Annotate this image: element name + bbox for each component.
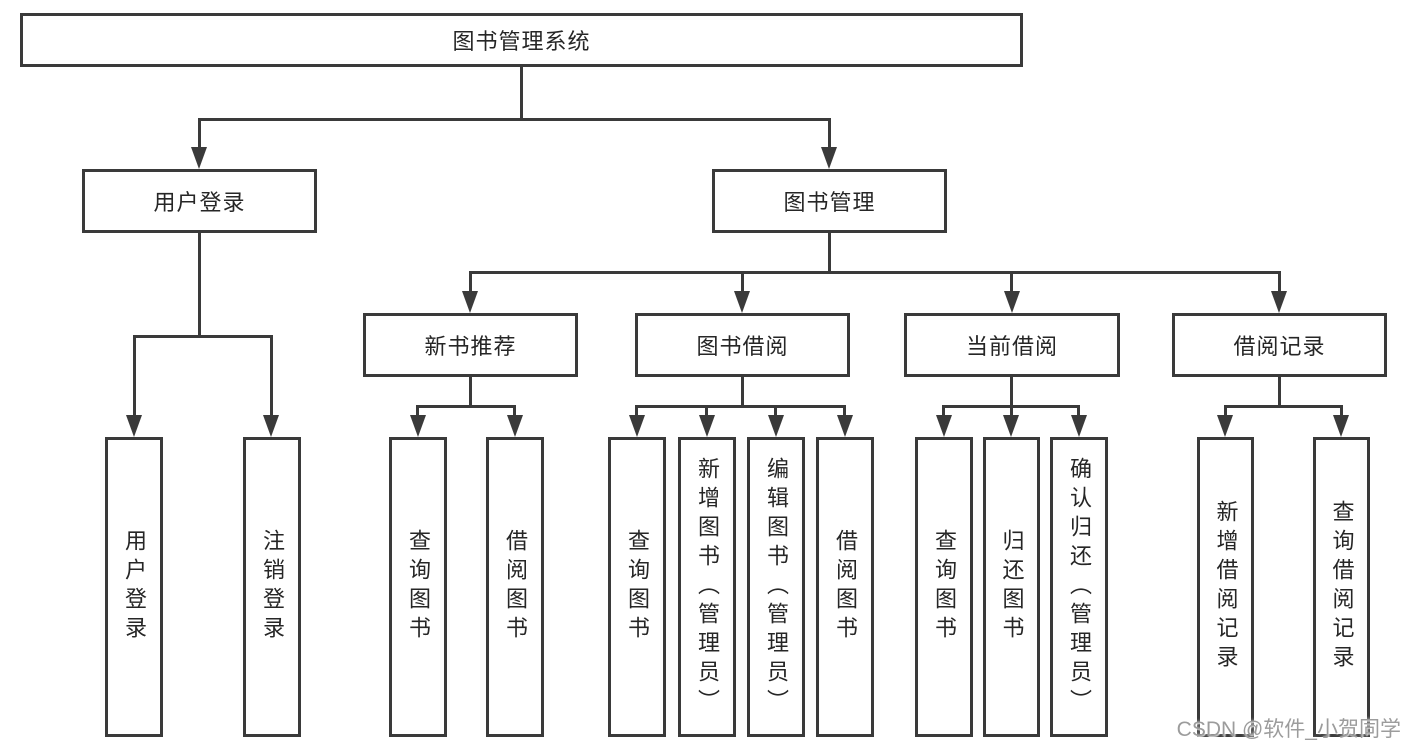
leaf-user-login: 用户登录 [105,437,163,737]
connector-line [705,405,708,418]
connector-line [133,335,273,338]
leaf-query-books-3: 查询图书 [915,437,973,737]
connector-line [513,405,516,418]
leaf-borrow-books-1: 借阅图书 [486,437,544,737]
connector-line [1278,377,1281,405]
leaf-edit-books-admin-label: 编辑图书（管理员） [764,456,789,718]
connector-line [1224,405,1227,418]
leaf-logout: 注销登录 [243,437,301,737]
leaf-add-borrow-record: 新增借阅记录 [1197,437,1254,737]
arrowhead-down-icon [126,415,142,437]
connector-line [828,118,831,149]
connector-line [198,118,831,121]
connector-line [416,405,516,408]
connector-line [741,377,744,405]
node-new-book-recommend-label: 新书推荐 [424,334,517,359]
connector-line [469,377,472,405]
arrowhead-down-icon [1217,415,1233,437]
connector-line [1077,405,1080,418]
arrowhead-down-icon [629,415,645,437]
connector-line [1010,405,1013,418]
connector-line [133,335,136,417]
leaf-query-books-2: 查询图书 [608,437,666,737]
leaf-query-books-1: 查询图书 [389,437,447,737]
leaf-user-login-label: 用户登录 [122,529,147,645]
connector-line [416,405,419,418]
leaf-query-books-2-label: 查询图书 [625,529,650,645]
leaf-borrow-books-2-label: 借阅图书 [833,529,858,645]
leaf-confirm-return-admin: 确认归还（管理员） [1050,437,1108,737]
leaf-return-books-label: 归还图书 [999,529,1025,645]
connector-line [1010,377,1013,405]
node-user-login-label: 用户登录 [153,190,246,215]
leaf-borrow-books-2: 借阅图书 [816,437,874,737]
node-current-borrow-label: 当前借阅 [965,334,1058,359]
connector-line [1224,405,1343,408]
connector-line [942,405,945,418]
node-root: 图书管理系统 [20,13,1023,67]
node-root-label: 图书管理系统 [452,29,591,54]
arrowhead-down-icon [936,415,952,437]
arrowhead-down-icon [734,291,750,313]
leaf-query-borrow-record: 查询借阅记录 [1313,437,1370,737]
connector-line [635,405,638,418]
arrowhead-down-icon [1004,291,1020,313]
leaf-add-borrow-record-label: 新增借阅记录 [1213,500,1239,674]
node-new-book-recommend: 新书推荐 [363,313,578,377]
arrowhead-down-icon [837,415,853,437]
leaf-add-books-admin: 新增图书（管理员） [678,437,736,737]
connector-line [198,233,201,335]
connector-line [774,405,777,418]
node-current-borrow: 当前借阅 [904,313,1120,377]
arrowhead-down-icon [768,415,784,437]
arrowhead-down-icon [1003,415,1019,437]
arrowhead-down-icon [410,415,426,437]
arrowhead-down-icon [263,415,279,437]
arrowhead-down-icon [1071,415,1087,437]
node-borrow-records-label: 借阅记录 [1233,334,1326,359]
leaf-logout-label: 注销登录 [260,529,285,645]
node-book-management: 图书管理 [712,169,947,233]
arrowhead-down-icon [1271,291,1287,313]
leaf-query-borrow-record-label: 查询借阅记录 [1329,500,1355,674]
connector-line [469,271,472,293]
leaf-return-books: 归还图书 [983,437,1040,737]
connector-line [1278,271,1281,293]
arrowhead-down-icon [1333,415,1349,437]
leaf-confirm-return-admin-label: 确认归还（管理员） [1067,456,1092,718]
node-borrow-records: 借阅记录 [1172,313,1387,377]
arrowhead-down-icon [462,291,478,313]
connector-line [828,233,831,271]
connector-line [1340,405,1343,418]
arrowhead-down-icon [699,415,715,437]
arrowhead-down-icon [507,415,523,437]
leaf-edit-books-admin: 编辑图书（管理员） [747,437,805,737]
leaf-query-books-3-label: 查询图书 [932,529,957,645]
leaf-add-books-admin-label: 新增图书（管理员） [695,456,720,718]
node-book-borrow: 图书借阅 [635,313,850,377]
connector-line [741,271,744,293]
node-book-management-label: 图书管理 [783,190,876,215]
node-user-login: 用户登录 [82,169,317,233]
connector-line [469,271,1281,274]
leaf-borrow-books-1-label: 借阅图书 [503,529,528,645]
node-book-borrow-label: 图书借阅 [696,334,789,359]
arrowhead-down-icon [191,147,207,169]
connector-line [635,405,846,408]
connector-line [198,118,201,149]
csdn-watermark: CSDN @软件_小贺同学 [1176,718,1401,741]
connector-line [1010,271,1013,293]
connector-line [520,67,523,118]
connector-line [270,335,273,417]
arrowhead-down-icon [821,147,837,169]
leaf-query-books-1-label: 查询图书 [406,529,431,645]
connector-line [843,405,846,418]
